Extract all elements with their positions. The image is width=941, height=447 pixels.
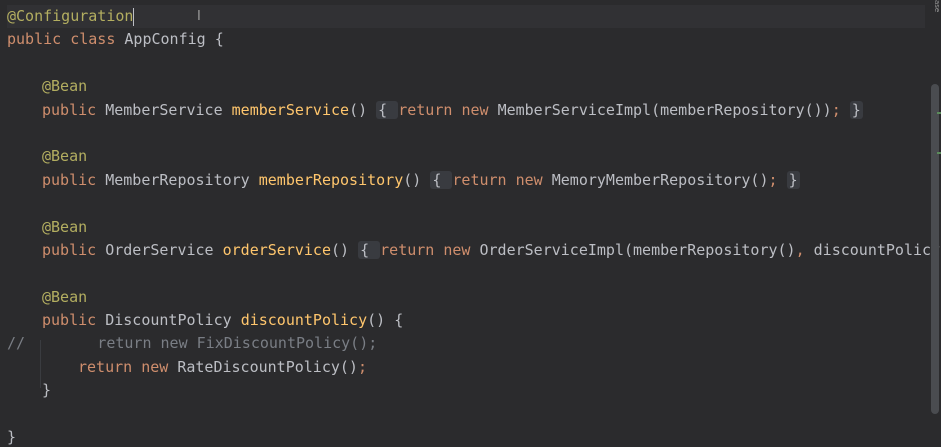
code-token: {: [358, 240, 381, 259]
code-line[interactable]: }: [7, 379, 925, 402]
code-token: ;: [768, 170, 787, 189]
code-line[interactable]: @Bean: [7, 286, 925, 309]
code-token: ,: [795, 240, 814, 259]
code-line[interactable]: public OrderService orderService() { ret…: [7, 239, 940, 262]
code-token: new: [141, 357, 178, 376]
indent-guide: [40, 340, 41, 388]
code-line[interactable]: @Bean: [7, 216, 925, 239]
code-line[interactable]: [7, 122, 925, 145]
code-token: (): [349, 100, 377, 119]
code-token: OrderService: [105, 240, 223, 259]
code-token: ;: [831, 100, 850, 119]
code-token: discountPolicy: [240, 311, 368, 330]
code-line[interactable]: public DiscountPolicy discountPolicy() {: [7, 309, 925, 332]
code-line[interactable]: [7, 52, 925, 75]
change-marker: [937, 152, 941, 154]
code-token: return: [452, 170, 516, 189]
code-token: }: [42, 381, 52, 400]
code-token: return: [398, 100, 462, 119]
text-caret: [133, 7, 135, 26]
code-token: @Configuration: [7, 7, 134, 25]
code-line[interactable]: public MemberRepository memberRepository…: [7, 169, 925, 192]
code-token: discountPolicy: [813, 240, 941, 259]
code-token: @Bean: [42, 287, 88, 306]
code-token: orderService: [222, 240, 331, 259]
code-token: public: [42, 311, 106, 330]
code-line[interactable]: public MemberService memberService() { r…: [7, 99, 925, 122]
code-token: {: [430, 170, 453, 189]
code-line[interactable]: @Bean: [7, 75, 925, 98]
code-token: public: [42, 170, 106, 189]
text-cursor-icon: I: [197, 9, 201, 24]
vertical-scrollbar[interactable]: [931, 84, 939, 414]
code-token: new: [461, 100, 498, 119]
code-token: MemberServiceImpl(memberRepository()): [497, 100, 832, 119]
code-token: memberRepository: [258, 170, 404, 189]
code-token: class: [70, 30, 125, 49]
side-panel-label[interactable]: ase: [933, 0, 941, 13]
code-token: AppConfig {: [124, 30, 224, 49]
code-token: new: [443, 240, 480, 259]
code-token: MemoryMemberRepository(): [551, 170, 769, 189]
code-token: public: [42, 100, 106, 119]
code-line[interactable]: public class AppConfig {: [7, 28, 925, 51]
code-token: return: [78, 357, 142, 376]
code-line[interactable]: [7, 192, 925, 215]
code-token: RateDiscountPolicy(): [177, 357, 358, 376]
code-token: () {: [367, 311, 404, 330]
code-token: @Bean: [42, 217, 88, 236]
code-token: {: [376, 100, 399, 119]
code-line[interactable]: // return new FixDiscountPolicy();: [7, 332, 925, 355]
code-line[interactable]: @Configuration: [7, 5, 925, 29]
change-marker: [937, 112, 941, 114]
code-line[interactable]: return new RateDiscountPolicy();: [7, 356, 925, 379]
code-line[interactable]: [7, 262, 925, 285]
code-area[interactable]: @Configuration public class AppConfig { @…: [7, 5, 940, 447]
code-token: }: [786, 170, 800, 189]
code-token: // return new FixDiscountPolicy();: [7, 334, 378, 353]
code-token: return: [380, 240, 444, 259]
code-token: }: [849, 100, 863, 119]
code-token: (): [331, 240, 359, 259]
code-line[interactable]: [7, 403, 925, 426]
code-token: MemberRepository: [105, 170, 259, 189]
code-line[interactable]: }: [7, 426, 925, 447]
code-token: new: [515, 170, 552, 189]
code-token: @Bean: [42, 77, 88, 96]
code-token: MemberService: [105, 100, 232, 119]
code-token: DiscountPolicy: [105, 311, 241, 330]
code-token: @Bean: [42, 147, 88, 166]
code-token: OrderServiceImpl(memberRepository(): [479, 240, 796, 259]
code-token: memberService: [231, 100, 350, 119]
code-token: }: [7, 428, 17, 447]
code-token: public: [42, 240, 106, 259]
code-token: public: [7, 30, 71, 49]
code-token: ;: [357, 357, 367, 376]
code-token: (): [403, 170, 431, 189]
code-line[interactable]: @Bean: [7, 145, 925, 168]
